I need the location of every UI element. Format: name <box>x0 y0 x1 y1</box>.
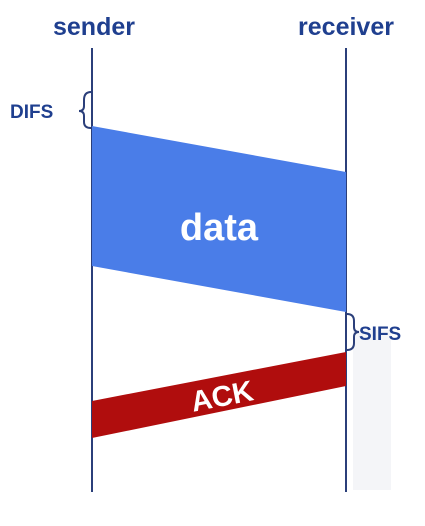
difs-label: DIFS <box>10 102 53 123</box>
data-frame-label: data <box>180 207 259 249</box>
sifs-label: SIFS <box>359 324 401 345</box>
receiver-label: receiver <box>298 13 394 41</box>
data-frame <box>92 126 346 312</box>
sifs-brace <box>346 313 360 351</box>
ack-frame <box>92 352 346 438</box>
sender-label: sender <box>53 13 135 41</box>
difs-brace <box>78 91 92 129</box>
receiver-shading <box>353 330 391 490</box>
